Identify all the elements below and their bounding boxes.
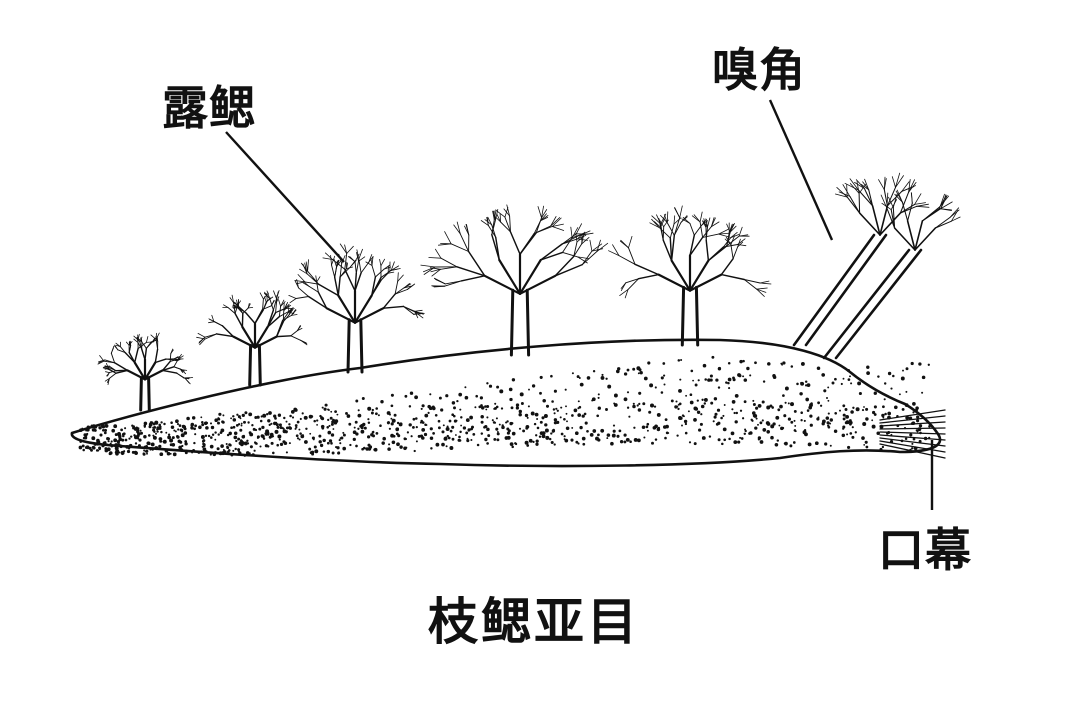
gill-leader-line [225,131,345,263]
oral-veil-label: 口幕 [878,523,972,577]
rhinophore-leader-line [768,99,834,241]
gill-label: 露鳃 [162,81,256,135]
figure-title: 枝鳃亚目 [428,593,640,651]
body-stipple [78,355,931,457]
gill-tufts [97,172,961,459]
slug-body [70,338,942,468]
rhinophore-label: 嗅角 [712,43,806,97]
